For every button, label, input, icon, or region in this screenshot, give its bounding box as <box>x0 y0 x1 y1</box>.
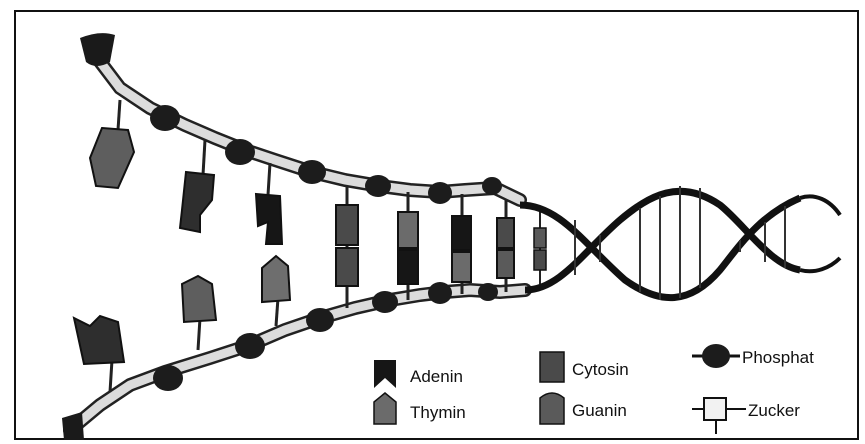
zucker-label: Zucker <box>748 401 800 420</box>
lower-strand-end <box>62 412 84 440</box>
legend-item-guanin: Guanin <box>540 393 627 424</box>
upper-strand-end <box>80 33 115 66</box>
legend-item-phosphat: Phosphat <box>692 344 814 368</box>
legend-item-thymin: Thymin <box>374 393 466 424</box>
zucker-swatch <box>704 398 726 420</box>
adenin-swatch <box>374 360 396 388</box>
legend: Adenin Thymin Cytosin Guanin Phosphat <box>374 344 814 434</box>
guanin-label: Guanin <box>572 401 627 420</box>
legend-item-cytosin: Cytosin <box>540 352 629 382</box>
cytosin-swatch <box>540 352 564 382</box>
cytosin-label: Cytosin <box>572 360 629 379</box>
phosphat-swatch <box>702 344 730 368</box>
guanin-swatch <box>540 393 564 424</box>
double-helix <box>520 186 840 300</box>
thymin-swatch <box>374 393 396 424</box>
adenin-label: Adenin <box>410 367 463 386</box>
legend-item-adenin: Adenin <box>374 360 463 388</box>
phosphat-label: Phosphat <box>742 348 814 367</box>
legend-item-zucker: Zucker <box>692 398 800 434</box>
thymin-label: Thymin <box>410 403 466 422</box>
